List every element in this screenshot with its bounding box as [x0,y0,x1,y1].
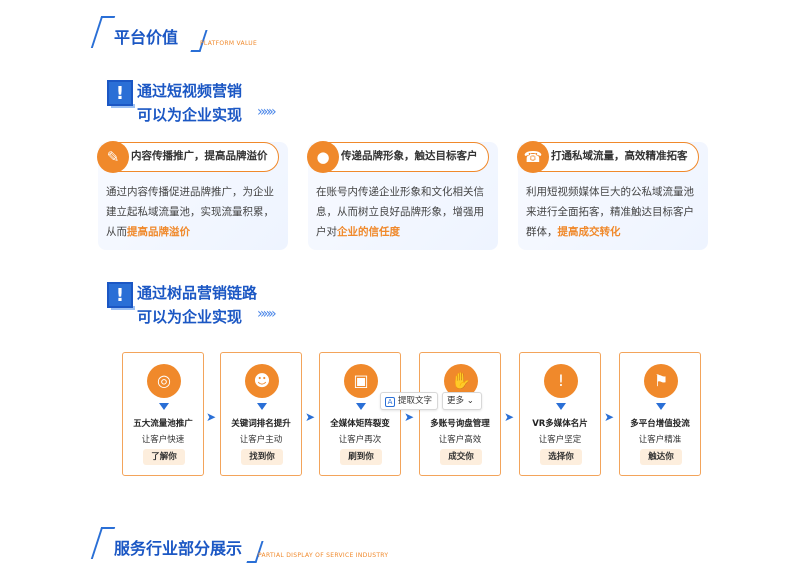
triangle-down-icon [159,403,169,410]
triangle-down-icon [556,403,566,410]
value-card-highlight: 企业的信任度 [337,226,400,238]
exclamation-icon: ! [107,282,135,310]
chain-step-inquiry: ✋ 多账号询盘管理 让客户高效 成交你 [419,352,501,476]
step-title: 多平台增值投流 [630,419,690,429]
headset-icon: ☎ [517,141,549,173]
value-card-highlight: 提高品牌溢价 [127,226,190,238]
heading-line1: 通过树品营销链路 [137,284,258,302]
value-card-title: ✎ 内容传播推广，提高品牌溢价 [97,141,279,173]
value-card-desc: 在账号内传递企业形象和文化相关信息，从而树立良好品牌形象，增强用户对企业的信任度 [316,186,484,238]
traffic-pool-icon: ◎ [147,364,181,398]
double-chevron-icon: »»» [257,306,277,322]
chevron-down-icon: ⌄ [466,396,474,406]
value-card-highlight: 提高成交转化 [557,226,621,238]
chevron-right-icon: ➤ [604,410,615,424]
title-bracket-left [90,527,116,559]
document-search-icon: ✎ [97,141,129,173]
step-subtitle: 让客户精准 [638,435,682,445]
value-card-brand-image: 在账号内传递企业形象和文化相关信息，从而树立良好品牌形象，增强用户对企业的信任度… [307,141,498,250]
step-title: VR多媒体名片 [532,419,588,429]
chevron-right-icon: ➤ [404,410,415,424]
user-rank-icon: ☻ [245,364,279,398]
more-button[interactable]: 更多 ⌄ [442,392,482,410]
step-tag: 触达你 [640,449,682,465]
step-subtitle: 让客户坚定 [538,435,582,445]
step-title: 全媒体矩阵裂变 [330,419,390,429]
value-card-brand-premium: 通过内容传播促进品牌推广，为企业建立起私域流量池，实现流量积累，从而提高品牌溢价… [97,141,288,250]
chain-step-keyword-rank: ☻ 关键词排名提升 让客户主动 找到你 [220,352,302,476]
chain-step-multi-platform: ⚑ 多平台增值投流 让客户精准 触达你 [619,352,701,476]
step-title: 多账号询盘管理 [430,419,490,429]
step-subtitle: 让客户高效 [438,435,482,445]
step-subtitle: 让客户主动 [239,435,283,445]
triangle-down-icon [656,403,666,410]
step-tag: 成交你 [440,449,482,465]
chain-step-vr-card: ! VR多媒体名片 让客户坚定 选择你 [519,352,601,476]
section-title-text: 平台价值 [114,28,179,47]
heading-line1: 通过短视频营销 [137,82,243,100]
double-chevron-icon: »»» [257,104,277,120]
org-chart-icon: ⚑ [644,364,678,398]
person-target-icon: ● [307,141,339,173]
section-title-platform-value: 平台价值 PLATFORM VALUE [90,16,296,56]
chain-step-media-matrix: ▣ 全媒体矩阵裂变 让客户再次 刷到你 [319,352,401,476]
step-tag: 了解你 [143,449,185,465]
chevron-right-icon: ➤ [305,410,316,424]
heading-line2: 可以为企业实现 [137,308,243,326]
value-card-desc: 利用短视频媒体巨大的公私域流量池来进行全面拓客，精准触达目标客户群体，提高成交转… [526,186,694,238]
triangle-down-icon [257,403,267,410]
step-tag: 选择你 [540,449,582,465]
value-card-title: ● 传递品牌形象，触达目标客户 [307,141,489,173]
value-card-desc: 通过内容传播促进品牌推广，为企业建立起私域流量池，实现流量积累，从而提高品牌溢价 [106,186,274,238]
section-subtitle-en: PLATFORM VALUE [200,40,258,47]
exclamation-icon: ! [107,80,135,108]
chain-step-traffic-pool: ◎ 五大流量池推广 让客户快速 了解你 [122,352,204,476]
heading-line2: 可以为企业实现 [137,106,243,124]
step-tag: 找到你 [241,449,283,465]
title-bracket-left [90,16,116,48]
section-subtitle-en: PARTIAL DISPLAY OF SERVICE INDUSTRY [258,552,389,559]
ocr-icon: A [385,397,395,407]
step-subtitle: 让客户再次 [338,435,382,445]
value-card-title: ☎ 打通私域流量，高效精准拓客 [517,141,699,173]
media-matrix-icon: ▣ [344,364,378,398]
triangle-down-icon [356,403,366,410]
value-card-private-traffic: 利用短视频媒体巨大的公私域流量池来进行全面拓客，精准触达目标客户群体，提高成交转… [517,141,708,250]
chevron-right-icon: ➤ [206,410,217,424]
section-title-text: 服务行业部分展示 [114,539,243,558]
alert-hand-icon: ! [544,364,578,398]
step-subtitle: 让客户快速 [141,435,185,445]
chevron-right-icon: ➤ [504,410,515,424]
section-title-service-industry: 服务行业部分展示 PARTIAL DISPLAY OF SERVICE INDU… [90,527,416,567]
step-title: 五大流量池推广 [133,419,193,429]
step-tag: 刷到你 [340,449,382,465]
step-title: 关键词排名提升 [231,419,291,429]
